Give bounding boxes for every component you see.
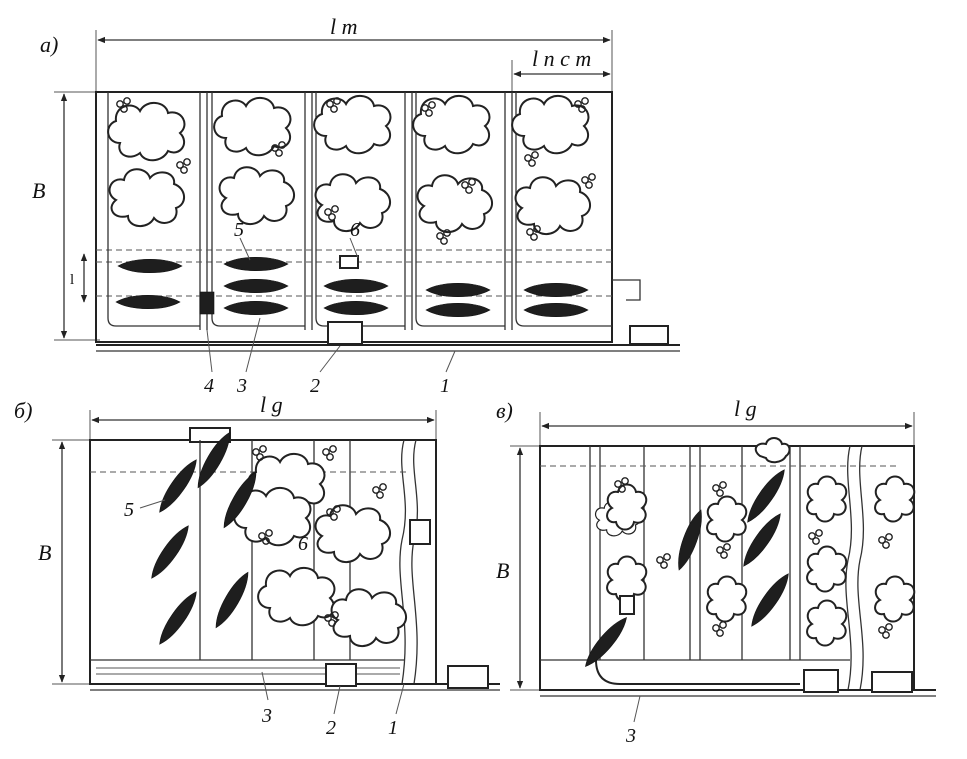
- pump-unit-a: [327, 321, 363, 345]
- dimension-length-label-b: l g: [260, 392, 283, 417]
- panel-a-label: а): [40, 32, 58, 57]
- callout-b-1: 1: [388, 717, 398, 739]
- panel-b: б) l g B: [14, 392, 500, 739]
- callout-a-1: 1: [440, 375, 450, 397]
- pump-unit-b: [325, 663, 357, 687]
- panel-c: в) l g B: [496, 396, 936, 747]
- callout-a-4: 4: [204, 375, 214, 397]
- callout-a-2: 2: [310, 375, 320, 397]
- dimension-total-label: l т: [330, 14, 358, 39]
- pump-unit-c: [803, 669, 839, 693]
- callout-b-3: 3: [261, 705, 272, 727]
- dimension-level-label: l: [70, 272, 74, 288]
- callout-a-6: 6: [350, 219, 360, 241]
- callout-b-6: 6: [298, 533, 308, 555]
- callout-b-5: 5: [124, 499, 134, 521]
- callout-b-2: 2: [326, 717, 336, 739]
- dimension-cell-label: l п с т: [532, 46, 591, 71]
- panel-a: а) l т l п с т B l: [32, 14, 680, 397]
- callout-a-5: 5: [234, 219, 244, 241]
- dimension-length-label-c: l g: [734, 396, 757, 421]
- panel-c-label: в): [496, 398, 513, 423]
- dimension-height-label-c: B: [496, 558, 509, 583]
- panel-b-label: б): [14, 398, 32, 423]
- dimension-height-label: B: [32, 178, 45, 203]
- dimension-height-label-b: B: [38, 540, 51, 565]
- callout-a-3: 3: [236, 375, 247, 397]
- callout-c-3: 3: [625, 725, 636, 747]
